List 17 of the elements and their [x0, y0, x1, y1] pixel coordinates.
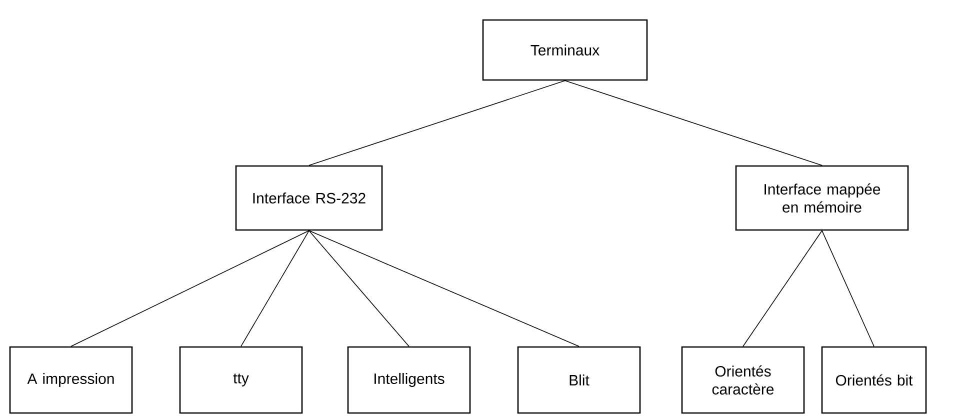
tree-box: Interface mappée en mémoire: [735, 165, 909, 231]
tree-box: Terminaux: [482, 19, 648, 81]
tree-box: Orientés bit: [821, 346, 927, 414]
connector-line: [240, 230, 310, 347]
connector-line: [822, 230, 874, 347]
tree-box: A impression: [9, 346, 133, 414]
connector-line: [308, 230, 580, 347]
tree-box: Orientés caractère: [681, 346, 805, 414]
connector-line: [564, 80, 822, 166]
tree-box: Interface RS-232: [235, 165, 383, 231]
connector-line: [70, 230, 310, 347]
tree-box: Blit: [517, 346, 641, 414]
tree-box: Intelligents: [347, 346, 471, 414]
tree-box: tty: [179, 346, 303, 414]
connector-line: [308, 230, 410, 347]
connector-line: [742, 230, 822, 347]
connector-line: [308, 80, 566, 166]
